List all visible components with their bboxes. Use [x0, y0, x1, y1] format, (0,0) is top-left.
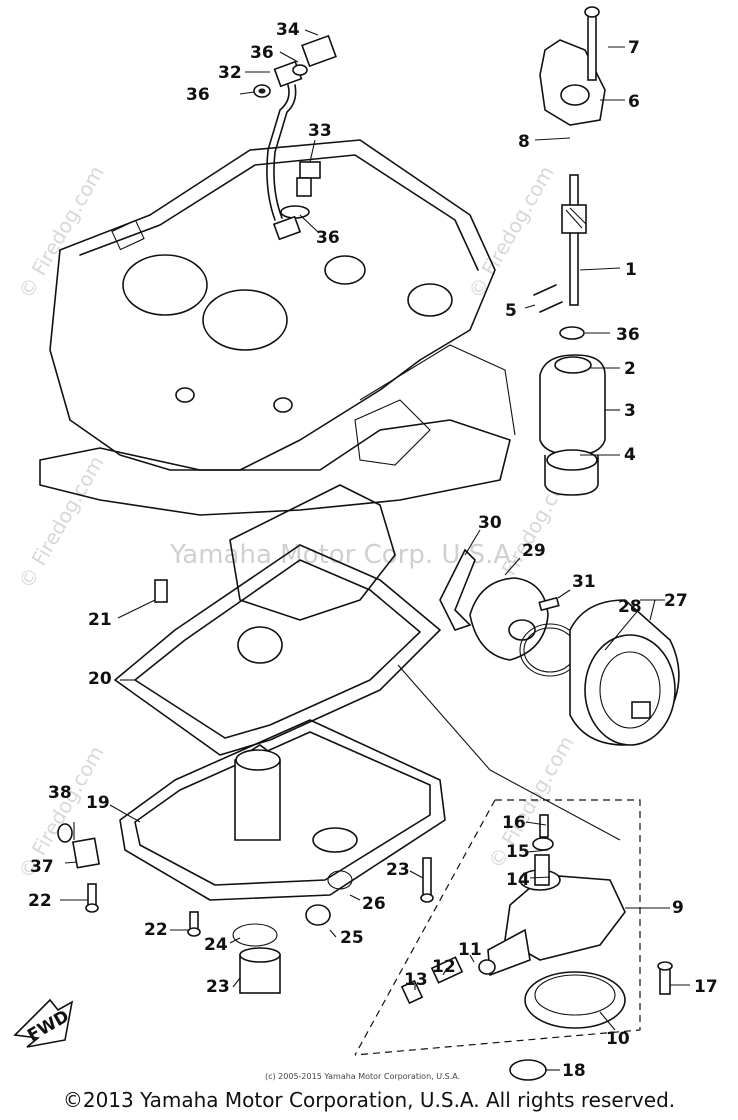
callout-31: 30: [478, 513, 502, 533]
callout-15: 15: [506, 842, 530, 862]
gaskets: [114, 484, 441, 756]
callout-36-top: 36: [250, 43, 274, 63]
callout-36-lower: 36: [316, 228, 340, 248]
callout-23: 23: [386, 860, 410, 880]
callout-16: 16: [502, 813, 526, 833]
callout-28: 27: [664, 591, 688, 611]
callout-18: 18: [562, 1061, 586, 1081]
callout-21: 21: [88, 610, 112, 630]
callout-37: 36: [616, 325, 640, 345]
callout-25: 24: [204, 935, 228, 955]
callout-24: 23: [206, 977, 230, 997]
callout-2: 2: [624, 359, 636, 379]
oil-filter-assembly: [439, 548, 680, 746]
callout-39: 38: [48, 783, 72, 803]
callout-34: 33: [308, 121, 332, 141]
callout-36-left: 36: [186, 85, 210, 105]
callout-32: 31: [572, 572, 596, 592]
callout-3: 3: [624, 401, 636, 421]
callout-30: 29: [522, 541, 546, 561]
copyright-footer: ©2013 Yamaha Motor Corporation, U.S.A. A…: [62, 1088, 676, 1112]
callout-19: 19: [86, 793, 110, 813]
callout-4: 4: [624, 445, 636, 465]
callout-6: 6: [628, 92, 640, 112]
leader-lines: [60, 29, 690, 1071]
callout-17: 17: [694, 977, 718, 997]
callout-13: 13: [404, 970, 428, 990]
callout-33: 32: [218, 63, 242, 83]
callout-8: 8: [518, 132, 530, 152]
callout-26: 25: [340, 928, 364, 948]
watermark-left-mid: © Firedog.com: [14, 452, 109, 593]
callout-1: 1: [625, 260, 637, 280]
callout-22-center: 22: [144, 920, 168, 940]
callout-14: 14: [506, 870, 530, 890]
oil-pump-assembly: [533, 6, 606, 496]
oil-pan: [57, 719, 446, 994]
callout-20: 20: [88, 669, 112, 689]
callout-5-upper: 5: [505, 301, 517, 321]
oil-delivery-pipe: [253, 34, 337, 241]
callout-35: 34: [276, 20, 300, 40]
callout-11: 11: [458, 940, 482, 960]
fwd-arrow: FWD: [13, 998, 74, 1048]
callout-38: 37: [30, 857, 54, 877]
watermark-left-top: © Firedog.com: [14, 162, 109, 303]
callout-29: 28: [618, 597, 642, 617]
callout-22-left: 22: [28, 891, 52, 911]
callout-12: 12: [432, 957, 456, 977]
crankcase-drawing: [39, 139, 516, 516]
callout-labels: 7 6 8 1 5 36 2 3 4 34 36 32 36 33 36 30 …: [28, 20, 718, 1081]
fine-print-copyright: (c) 2005-2015 Yamaha Motor Corporation, …: [265, 1072, 460, 1081]
callout-27: 26: [362, 894, 386, 914]
callout-9: 9: [672, 898, 684, 918]
callout-7: 7: [628, 38, 640, 58]
callout-10: 10: [606, 1029, 630, 1049]
